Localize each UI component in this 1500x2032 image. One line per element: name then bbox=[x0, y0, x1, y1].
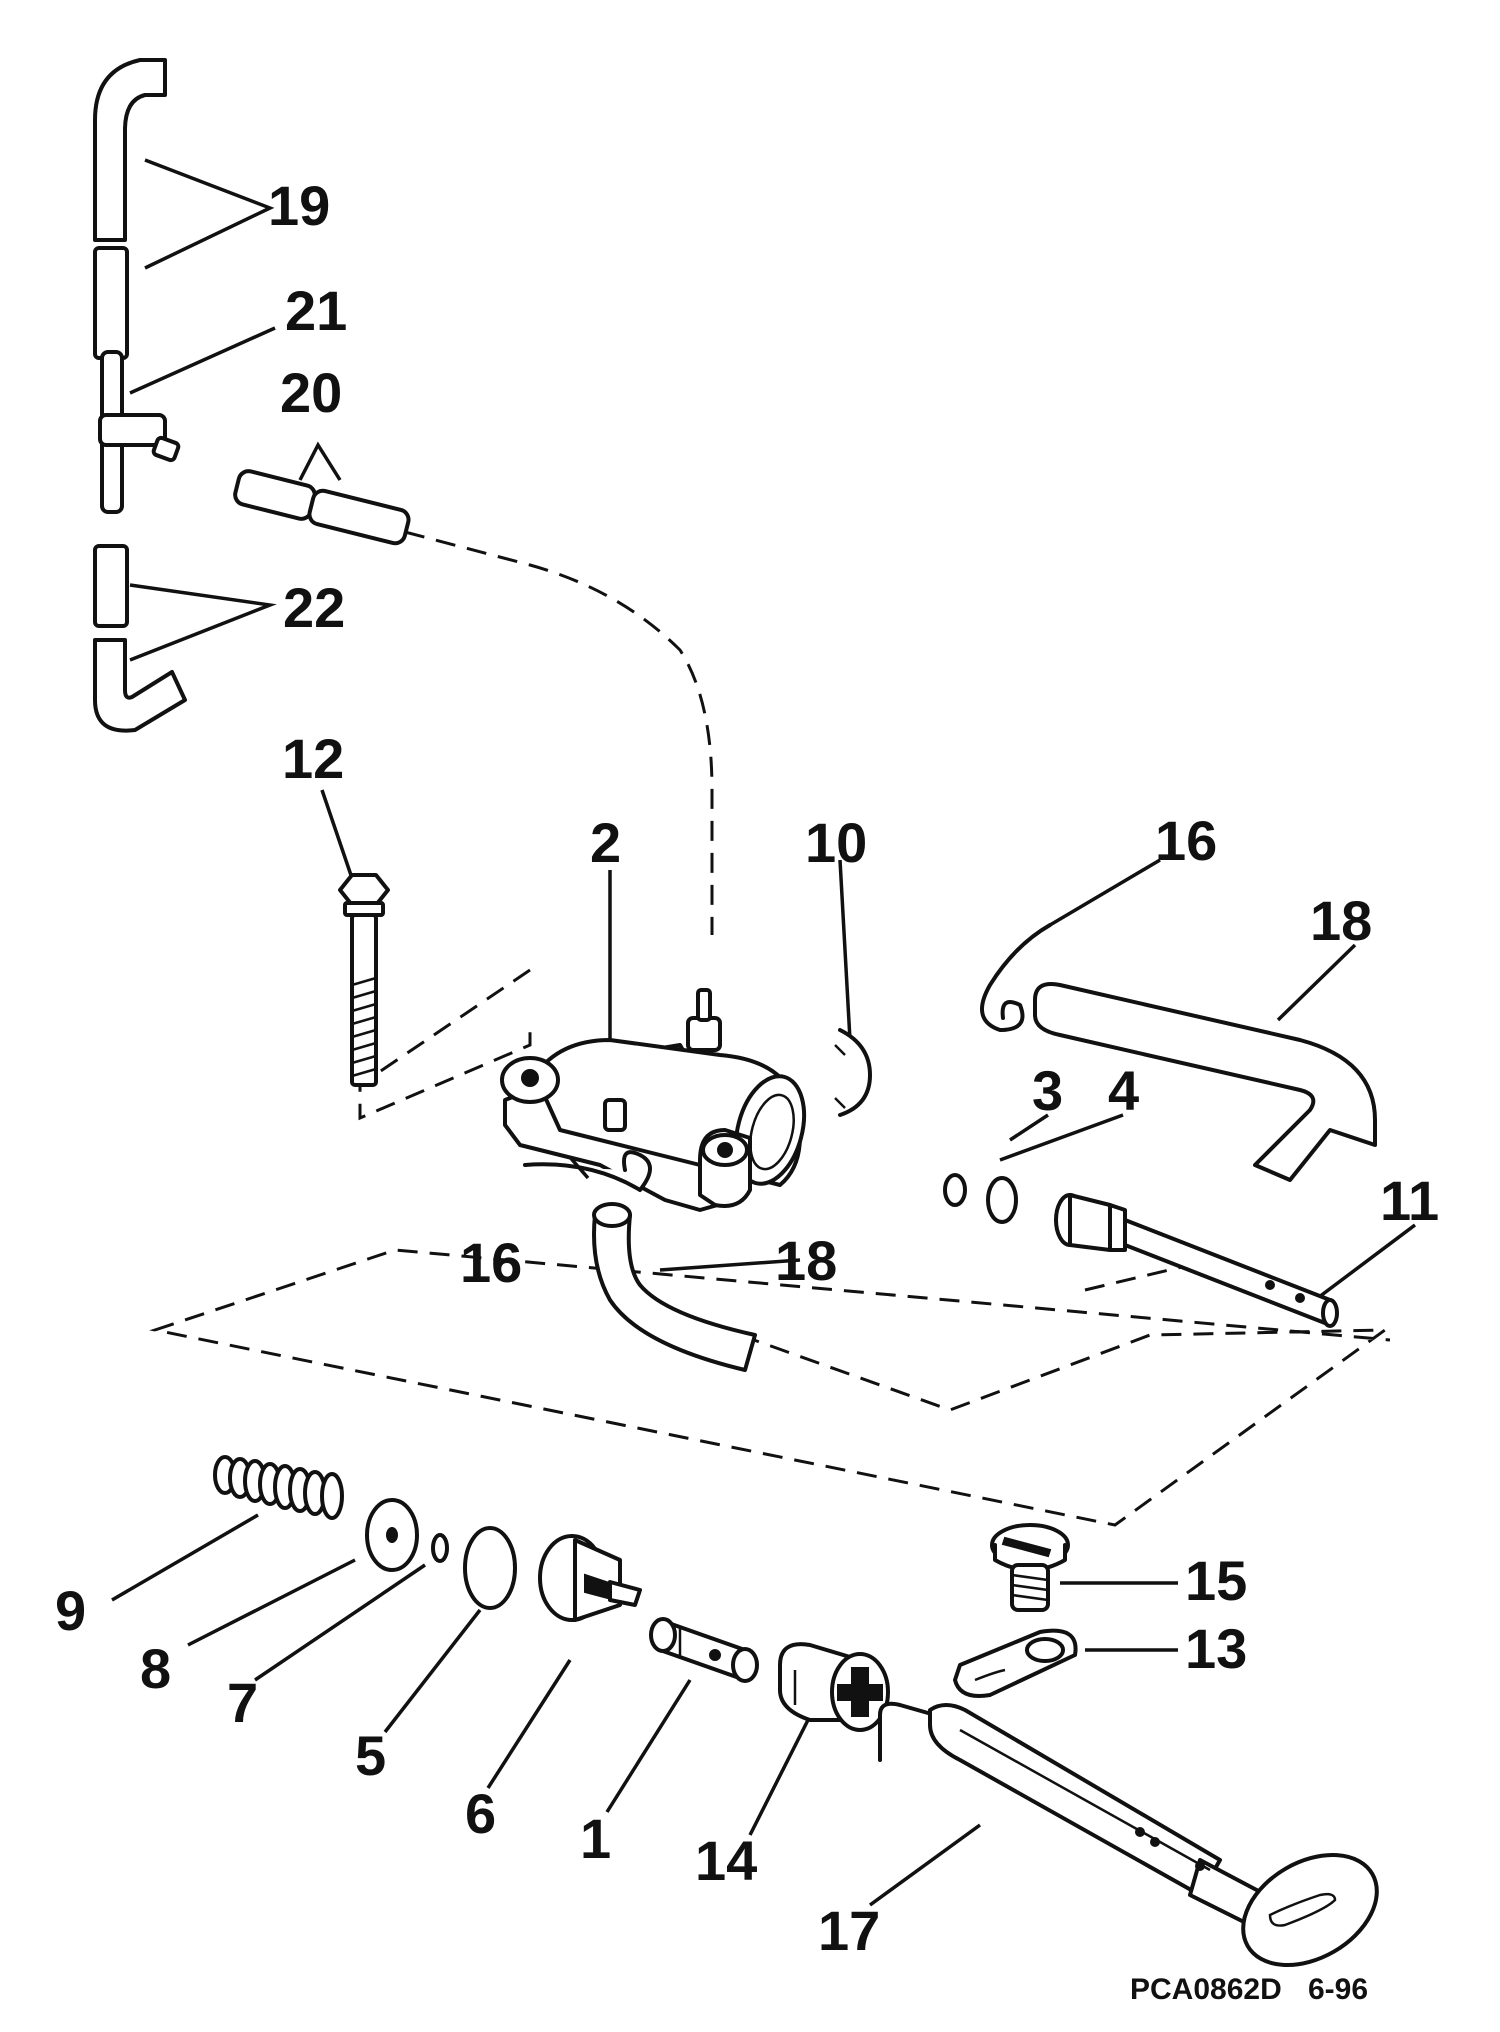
o-rings-3-4 bbox=[943, 1173, 1018, 1224]
label-part-17: 17 bbox=[818, 1899, 880, 1962]
clip-10 bbox=[834, 1028, 872, 1117]
dashed-routing bbox=[149, 530, 1391, 1527]
screw-15 bbox=[990, 1523, 1070, 1612]
drawing-code: PCA0862D bbox=[1130, 1973, 1282, 2006]
spring-9 bbox=[213, 1455, 344, 1520]
hose-19 bbox=[93, 58, 167, 360]
label-part-22: 22 bbox=[283, 576, 345, 639]
retainer-14 bbox=[778, 1642, 890, 1732]
label-part-8: 8 bbox=[140, 1637, 171, 1700]
hose-18-lower bbox=[592, 1202, 757, 1372]
leader-lines bbox=[129, 158, 1417, 1302]
hose-22 bbox=[93, 544, 187, 733]
clip-16-lower bbox=[523, 1150, 652, 1192]
ring-5 bbox=[463, 1526, 517, 1610]
label-part-15: 15 bbox=[1185, 1549, 1247, 1612]
label-part-9: 9 bbox=[55, 1579, 86, 1642]
shaft-11 bbox=[1054, 1193, 1339, 1328]
part-labels: 19 21 20 22 12 2 10 16 18 3 4 11 16 18 9… bbox=[55, 174, 1439, 1962]
label-part-13: 13 bbox=[1185, 1617, 1247, 1680]
label-part-11: 11 bbox=[1380, 1169, 1439, 1232]
o-ring-7 bbox=[431, 1533, 449, 1563]
revision-date: 6-96 bbox=[1308, 1973, 1368, 2006]
label-part-7: 7 bbox=[227, 1671, 258, 1734]
label-part-20: 20 bbox=[280, 361, 342, 424]
label-part-12: 12 bbox=[282, 727, 344, 790]
label-part-14: 14 bbox=[695, 1829, 757, 1892]
label-part-4: 4 bbox=[1108, 1059, 1139, 1122]
label-part-5: 5 bbox=[355, 1724, 386, 1787]
label-part-16-upper: 16 bbox=[1155, 809, 1217, 872]
label-part-3: 3 bbox=[1032, 1059, 1063, 1122]
housing-2 bbox=[500, 988, 807, 1212]
hose-18-upper bbox=[1033, 982, 1377, 1182]
clip-16-upper bbox=[980, 923, 1052, 1032]
bolt-12 bbox=[338, 873, 390, 1087]
label-part-10: 10 bbox=[805, 811, 867, 874]
pin-1 bbox=[649, 1617, 759, 1683]
label-part-16-lower: 16 bbox=[460, 1231, 522, 1294]
lever-shaft-17 bbox=[878, 1701, 1379, 1967]
label-part-19: 19 bbox=[268, 174, 330, 237]
cam-6 bbox=[538, 1534, 642, 1622]
label-part-1: 1 bbox=[580, 1807, 611, 1870]
label-part-18-lower: 18 bbox=[775, 1229, 837, 1292]
tee-fitting-21 bbox=[98, 350, 181, 514]
label-part-6: 6 bbox=[465, 1782, 496, 1845]
leader-lines-lower bbox=[111, 1513, 1178, 1907]
label-part-2: 2 bbox=[590, 811, 621, 874]
label-part-18-upper: 18 bbox=[1310, 889, 1372, 952]
label-part-21: 21 bbox=[285, 279, 347, 342]
plate-13 bbox=[953, 1628, 1078, 1698]
hose-20 bbox=[233, 469, 411, 546]
washer-8 bbox=[365, 1498, 419, 1572]
